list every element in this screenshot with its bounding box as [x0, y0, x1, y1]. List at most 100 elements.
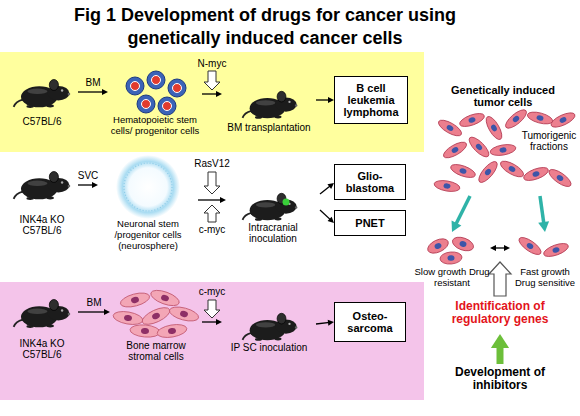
connector-line: [316, 322, 330, 324]
node-text: B cell leukemia lymphoma: [341, 82, 401, 118]
arrow-head: [490, 245, 496, 251]
arrow-head: [327, 183, 334, 189]
connector: [78, 89, 108, 95]
connector: [320, 183, 334, 194]
arrow-head: [216, 319, 222, 325]
connector-line: [202, 93, 218, 94]
gene-label: RasV12: [186, 158, 238, 170]
tumor-cell: [433, 179, 460, 193]
connector: [320, 210, 334, 223]
tumor-cell: [476, 159, 500, 185]
hollow-arrow: [204, 300, 220, 318]
yellow-band: [0, 52, 424, 152]
arrow-head: [102, 89, 108, 95]
illustration-node: Hematopoietic stem cells/ progenitor cel…: [108, 70, 202, 152]
tumor-cell: [526, 110, 554, 126]
tumor-cell: [498, 158, 526, 180]
mouse-picture: [14, 299, 71, 327]
diagnosis-box: B cell leukemia lymphoma: [334, 76, 408, 124]
illustration-node: Development of inhibitors: [440, 364, 560, 398]
connector: [538, 196, 549, 232]
connector-line: [497, 344, 504, 364]
neurosphere-rim: [124, 163, 172, 211]
connector-line: [320, 210, 331, 220]
connector-line: [78, 311, 106, 312]
mouse-picture: [14, 79, 71, 107]
gene-label: N-myc: [192, 58, 232, 70]
hollow-arrow: [204, 71, 220, 90]
node-text: Osteo-sarcoma: [340, 310, 400, 334]
connector: [316, 97, 334, 103]
mouse-picture: [243, 313, 298, 341]
stromal-cell: [140, 304, 172, 328]
hollow-arrow: [204, 205, 220, 222]
edge-label: BM: [73, 77, 113, 89]
node-text: Neuronal stem /progenitor cells (neurosp…: [98, 218, 198, 251]
connector-line: [78, 184, 94, 185]
illustration-node: Bone marrow stromal cells: [110, 288, 202, 368]
stromal-cell: [119, 290, 151, 309]
illustration-node: INK4a KO C57BL/6: [6, 162, 78, 250]
stromal-cell: [149, 287, 181, 309]
brain-tumor-spot: [283, 199, 290, 206]
illustration-node: C57BL/6: [6, 70, 78, 134]
tumor-cell: [546, 166, 573, 189]
stromal-cell: [168, 304, 200, 323]
diagnosis-box: Glio-blastoma: [334, 164, 406, 200]
connector-line: [316, 99, 330, 100]
arrow-head: [220, 197, 226, 203]
node-text: Slow growth Drug resistant: [414, 266, 490, 288]
tumor-cell: [458, 111, 486, 129]
node-text: PNET: [340, 217, 400, 229]
tumor-cell: [441, 139, 469, 161]
arrow-head: [538, 221, 549, 232]
tumor-cell: [449, 162, 477, 180]
node-text: IP SC inoculation: [222, 342, 316, 353]
fast-cell: [542, 241, 570, 259]
fast-cell: [516, 234, 543, 257]
arrow-head: [452, 221, 462, 232]
connector-line: [320, 186, 331, 194]
mouse-picture: [243, 193, 298, 221]
stem-cell: [158, 97, 176, 115]
illustration-node: Genetically induced tumor cellsTumorigen…: [428, 84, 578, 196]
connector: [78, 182, 98, 188]
arrow-head: [92, 182, 98, 188]
tumor-cell: [483, 114, 505, 142]
illustration-node: BM transplantation: [222, 84, 316, 136]
tumor-cell: [503, 107, 529, 131]
connector: [452, 196, 470, 232]
stem-cell: [147, 71, 165, 89]
edge-label: BM: [74, 297, 114, 309]
node-text: C57BL/6: [6, 116, 78, 127]
connector-line: [540, 196, 544, 225]
gene-label: c-myc: [192, 286, 232, 298]
connector-line: [455, 196, 470, 226]
figure-title: Fig 1 Development of drugs for cancer us…: [60, 4, 470, 50]
connector: [202, 91, 222, 97]
mouse-picture: [243, 91, 298, 119]
arrow-head: [104, 309, 110, 315]
stromal-cell: [112, 309, 144, 326]
node-text: BM transplantation: [222, 122, 316, 133]
arrow-head: [504, 245, 510, 251]
tumor-cell: [466, 134, 491, 159]
connector: [316, 320, 334, 326]
pink-band: [0, 282, 424, 400]
node-text: INK4a KO C57BL/6: [6, 338, 78, 360]
tumor-cell: [489, 143, 516, 157]
connector: [491, 334, 509, 364]
node-text: Glio-blastoma: [340, 170, 400, 194]
stromal-cell: [156, 322, 188, 339]
arrow-head: [216, 91, 222, 97]
connector-line: [202, 321, 218, 322]
node-text: Fast growth Drug sensitive: [510, 266, 580, 288]
connector: [490, 245, 510, 251]
stem-cell: [168, 79, 186, 97]
hollow-arrow: [204, 172, 220, 194]
slow-cell: [451, 235, 476, 254]
stem-cell: [126, 77, 144, 95]
illustration-node: Fast growth Drug sensitive: [510, 232, 580, 292]
